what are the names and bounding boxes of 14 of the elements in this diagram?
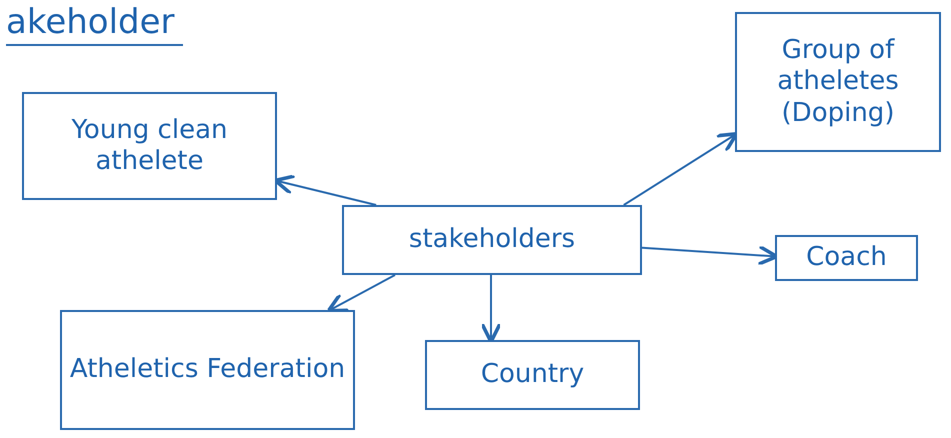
stakeholder-box [735,12,941,152]
stakeholder-box [775,235,918,281]
box-label: Young clean athelete [70,114,228,178]
stakeholder-box [60,310,355,430]
stakeholder-box [22,92,277,200]
box-label: Country [480,359,584,391]
box-label: Group of atheletes (Doping) [776,35,900,129]
stakeholder-box [342,205,642,275]
box-label: Atheletics Federation [70,354,346,386]
box-label: Coach [806,242,887,274]
box-label: stakeholders [408,224,576,256]
stakeholder-box [425,340,640,410]
arrow [326,274,396,313]
diagram-title: akeholder [6,2,183,46]
